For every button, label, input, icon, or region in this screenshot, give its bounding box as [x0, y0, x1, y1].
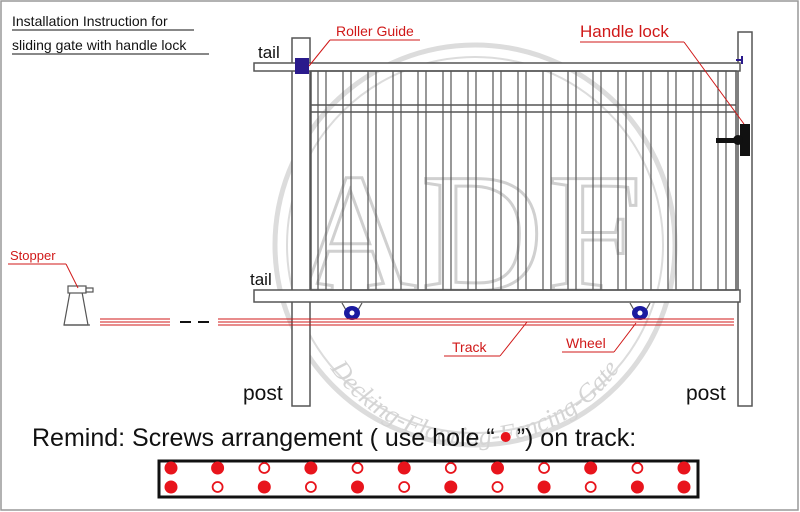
screw-hole-used — [677, 480, 691, 494]
post-left-label: post — [243, 382, 283, 405]
track — [100, 318, 734, 326]
watermark: ADF Decking-Flooring-Fencing-Gate — [272, 42, 678, 451]
wheel-label: Wheel — [566, 335, 606, 351]
screw-hole-used — [397, 461, 411, 475]
screw-holes — [164, 461, 691, 494]
gate-frame — [253, 62, 741, 303]
screw-hole-used — [257, 480, 271, 494]
screw-hole-used — [630, 480, 644, 494]
wheel-leader — [613, 322, 637, 353]
left-post — [291, 37, 311, 407]
stopper-leader — [65, 263, 79, 289]
remind-text: Remind: Screws arrangement ( use hole “ ”… — [32, 424, 636, 452]
handle-lock-leader — [683, 41, 745, 125]
screw-hole-used — [677, 461, 691, 475]
screw-hole-used — [304, 461, 318, 475]
roller-guide-leader — [308, 39, 331, 67]
screw-hole-used — [444, 480, 458, 494]
screw-hole-used — [491, 461, 504, 475]
stopper-label: Stopper — [10, 248, 56, 263]
roller-guide-block — [295, 58, 309, 74]
gate-pickets — [317, 71, 727, 290]
tail-bottom-label: tail — [250, 270, 272, 289]
screw-hole-used — [537, 480, 551, 494]
screw-hole-open — [491, 481, 504, 493]
screw-hole-open — [444, 462, 457, 474]
screw-hole-open — [211, 481, 224, 493]
tail-top-label: tail — [258, 43, 280, 62]
handle-lock-label: Handle lock — [580, 22, 669, 41]
screw-hole-used — [164, 461, 178, 475]
handle-lock — [716, 56, 750, 156]
track-label: Track — [452, 339, 487, 355]
screw-hole-used — [351, 480, 364, 494]
post-right-label: post — [686, 382, 726, 405]
screw-hole-open — [584, 481, 597, 493]
roller-guide-label: Roller Guide — [336, 23, 414, 39]
remind-hole-dot — [500, 432, 511, 442]
title-line-2: sliding gate with handle lock — [12, 37, 187, 53]
remind-text-after: ”) on track: — [517, 424, 636, 452]
screw-hole-open — [304, 481, 317, 493]
screw-hole-open — [351, 462, 364, 474]
wheel-right — [629, 302, 651, 320]
screw-hole-open — [258, 462, 271, 474]
screw-hole-used — [164, 480, 178, 494]
screw-hole-open — [398, 481, 411, 493]
remind-text-before: Remind: Screws arrangement ( use hole “ — [32, 424, 495, 452]
track-leader — [499, 321, 528, 357]
screw-hole-used — [584, 461, 598, 475]
stopper — [63, 285, 94, 326]
right-post — [737, 31, 753, 407]
wheel-left — [341, 302, 363, 320]
screw-track-box — [157, 459, 700, 499]
screw-hole-open — [631, 462, 644, 474]
screw-hole-used — [211, 461, 225, 475]
title-line-1: Installation Instruction for — [12, 13, 168, 29]
screw-hole-open — [538, 462, 550, 474]
